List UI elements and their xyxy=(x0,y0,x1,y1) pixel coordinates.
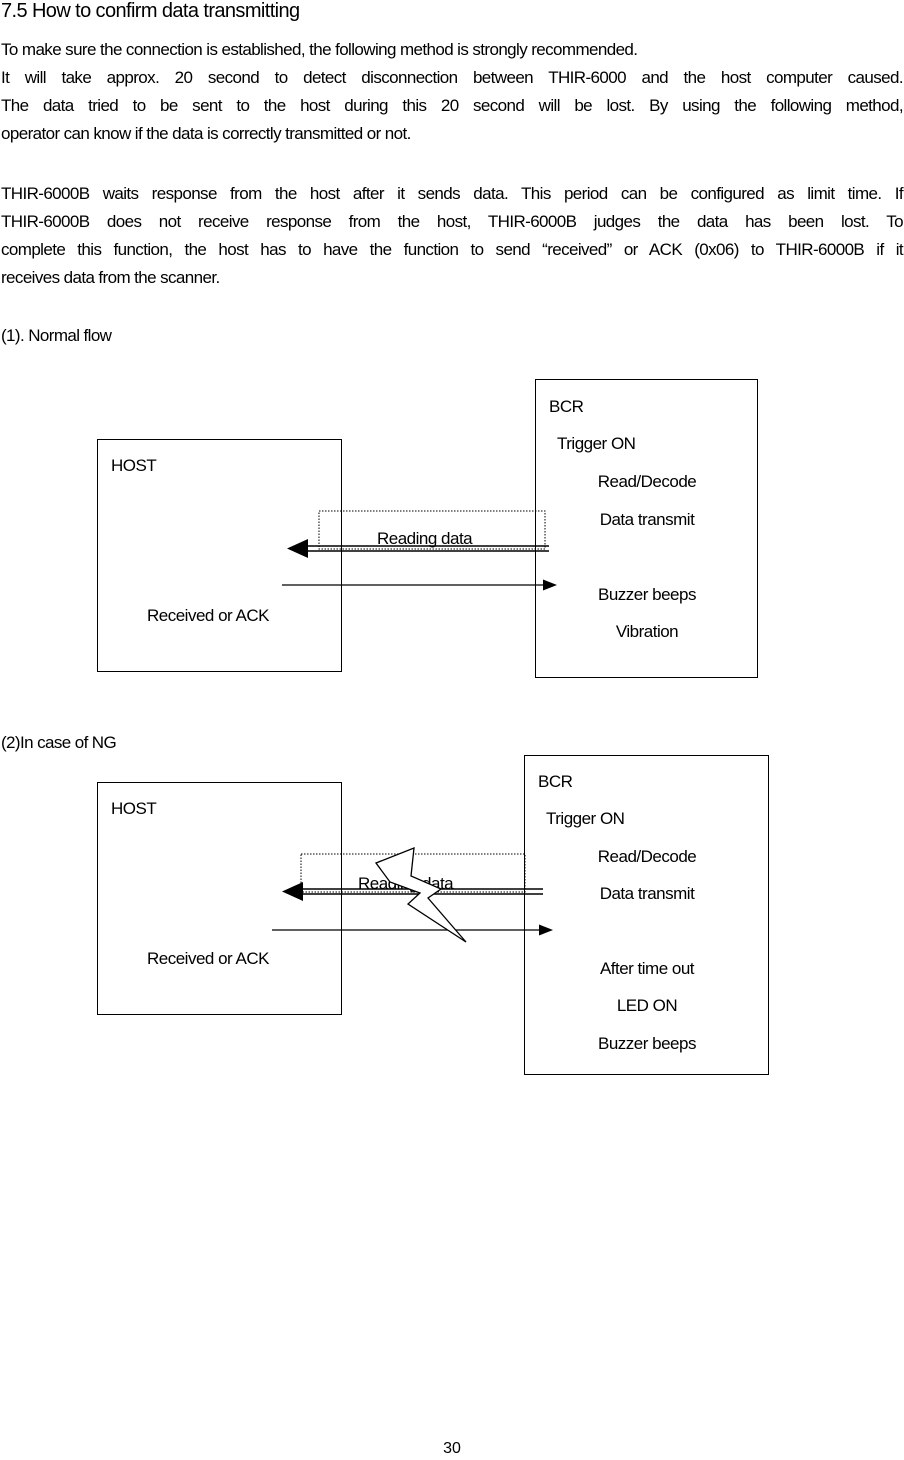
normal-bcr-label: BCR xyxy=(549,397,584,416)
ng-bcr-trigger: Trigger ON xyxy=(546,809,625,828)
ng-bcr-box xyxy=(524,755,769,1075)
ng-host-reply: Received or ACK xyxy=(147,949,269,968)
ng-flow-title: (2)In case of NG xyxy=(1,733,117,752)
para2-line-1: THIR-6000B waits response from the host … xyxy=(1,184,904,203)
ng-data-arrow-head xyxy=(282,882,303,901)
normal-bcr-step: Data transmit xyxy=(599,510,695,529)
ng-ack-arrow-head xyxy=(539,924,553,936)
normal-bcr-trigger: Trigger ON xyxy=(557,434,636,453)
intro-line-4: operator can know if the data is correct… xyxy=(1,124,411,143)
intro-paragraph: To make sure the connection is establish… xyxy=(1,36,904,148)
ng-bcr-step: LED ON xyxy=(616,996,678,1015)
ng-host-label: HOST xyxy=(111,799,157,818)
normal-ack-arrow-head xyxy=(543,579,557,591)
ng-bcr-step: After time out xyxy=(599,959,695,978)
normal-host-label: HOST xyxy=(111,456,157,475)
page-number: 30 xyxy=(443,1440,461,1457)
normal-arrow-label: Reading data xyxy=(377,529,473,548)
intro-line-2: It will take approx. 20 second to detect… xyxy=(1,68,904,87)
ng-host-box xyxy=(97,782,342,1015)
section-title: 7.5 How to confirm data transmitting xyxy=(1,0,300,22)
para2-line-3: complete this function, the host has to … xyxy=(1,240,904,259)
para2-line-4: receives data from the scanner. xyxy=(1,268,220,287)
normal-bcr-step: Read/Decode xyxy=(597,472,697,491)
ng-bcr-step: Read/Decode xyxy=(597,847,697,866)
para2-line-2: THIR-6000B does not receive response fro… xyxy=(1,212,904,231)
normal-host-reply: Received or ACK xyxy=(147,606,269,625)
ng-bcr-label: BCR xyxy=(538,772,573,791)
intro-line-3: The data tried to be sent to the host du… xyxy=(1,96,904,115)
normal-data-arrow-head xyxy=(287,539,308,558)
normal-host-box xyxy=(97,439,342,672)
ng-bcr-step: Data transmit xyxy=(599,884,695,903)
limit-time-paragraph: THIR-6000B waits response from the host … xyxy=(1,180,904,292)
normal-bcr-step: Vibration xyxy=(615,622,679,641)
intro-line-1: To make sure the connection is establish… xyxy=(1,40,638,59)
normal-bcr-step: Buzzer beeps xyxy=(598,585,696,604)
normal-bcr-box xyxy=(535,379,758,678)
ng-bcr-step: Buzzer beeps xyxy=(598,1034,696,1053)
normal-flow-title: (1). Normal flow xyxy=(1,326,112,345)
